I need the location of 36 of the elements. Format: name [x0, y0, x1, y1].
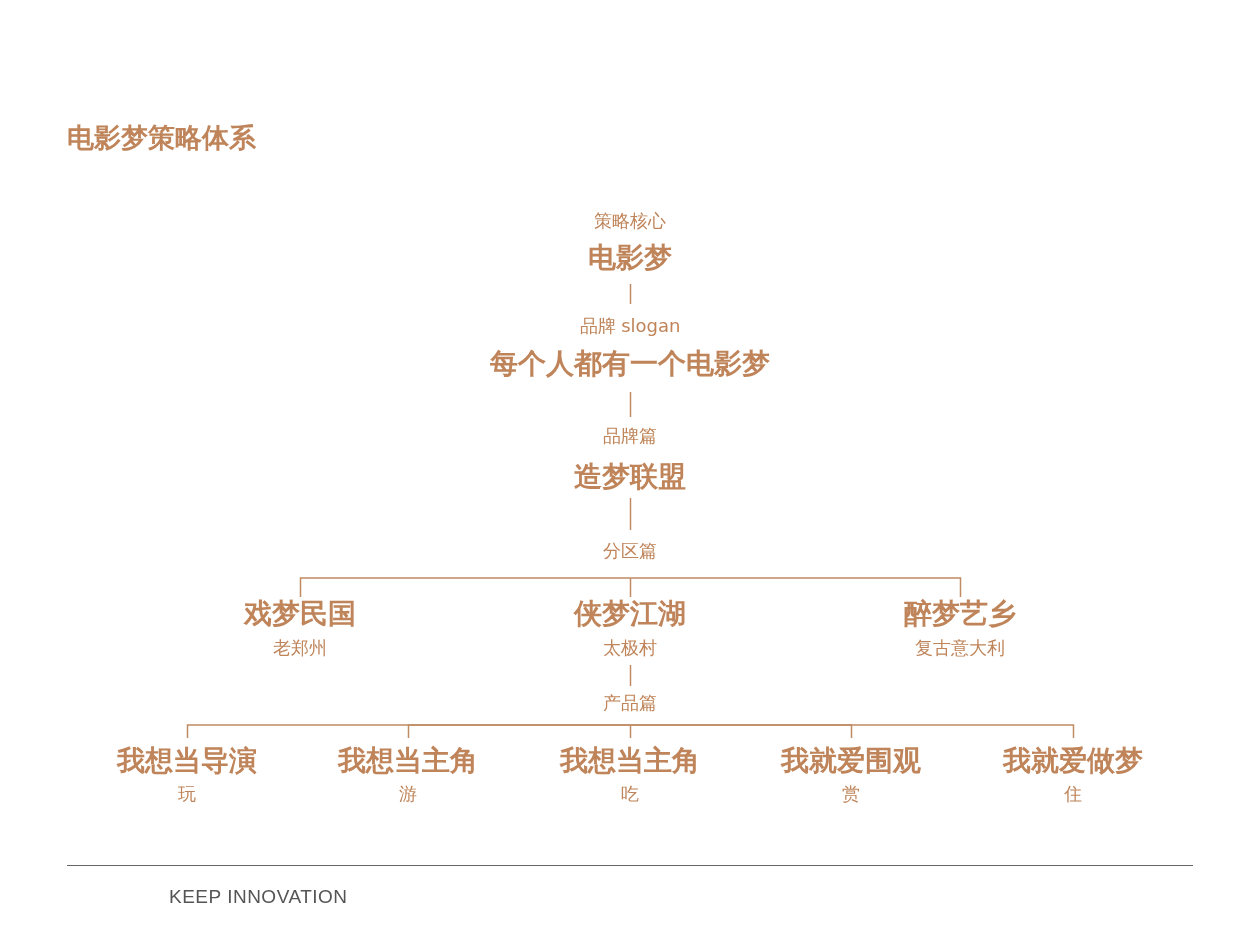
node-heading: 每个人都有一个电影梦 — [490, 348, 770, 380]
connector-line — [629, 724, 1075, 739]
connector-line — [629, 497, 632, 531]
section-label: 产品篇 — [603, 692, 657, 714]
node-caption: 策略核心 — [594, 210, 666, 232]
node-caption: 品牌 slogan — [579, 315, 681, 337]
section-label: 分区篇 — [603, 540, 657, 562]
node-caption: 老郑州 — [273, 637, 327, 659]
node-caption: 品牌篇 — [603, 425, 657, 447]
page-title: 电影梦策略体系 — [67, 122, 256, 154]
connector-line — [629, 724, 632, 739]
node-caption: 住 — [1064, 783, 1082, 805]
footer-tagline: KEEP INNOVATION — [169, 886, 348, 908]
node-caption: 太极村 — [603, 637, 657, 659]
node-heading: 我想当导演 — [117, 745, 257, 777]
node-heading: 我想当主角 — [338, 745, 478, 777]
node-caption: 吃 — [621, 783, 639, 805]
connector-line — [407, 724, 632, 739]
node-caption: 玩 — [178, 783, 196, 805]
node-caption: 复古意大利 — [915, 637, 1005, 659]
node-heading: 造梦联盟 — [574, 461, 686, 493]
connector-line — [299, 577, 632, 598]
connector-line — [629, 577, 632, 598]
node-heading: 戏梦民国 — [244, 598, 356, 630]
connector-line — [629, 283, 632, 305]
node-heading: 我就爱做梦 — [1003, 745, 1143, 777]
connector-line — [629, 391, 632, 418]
node-heading: 侠梦江湖 — [574, 598, 686, 630]
node-heading: 我想当主角 — [560, 745, 700, 777]
node-caption: 游 — [399, 783, 417, 805]
node-heading: 我就爱围观 — [781, 745, 921, 777]
node-heading: 醉梦艺乡 — [904, 598, 1016, 630]
node-heading: 电影梦 — [588, 242, 672, 274]
node-caption: 赏 — [842, 783, 860, 805]
connector-line — [629, 577, 962, 598]
connector-line — [629, 664, 632, 687]
